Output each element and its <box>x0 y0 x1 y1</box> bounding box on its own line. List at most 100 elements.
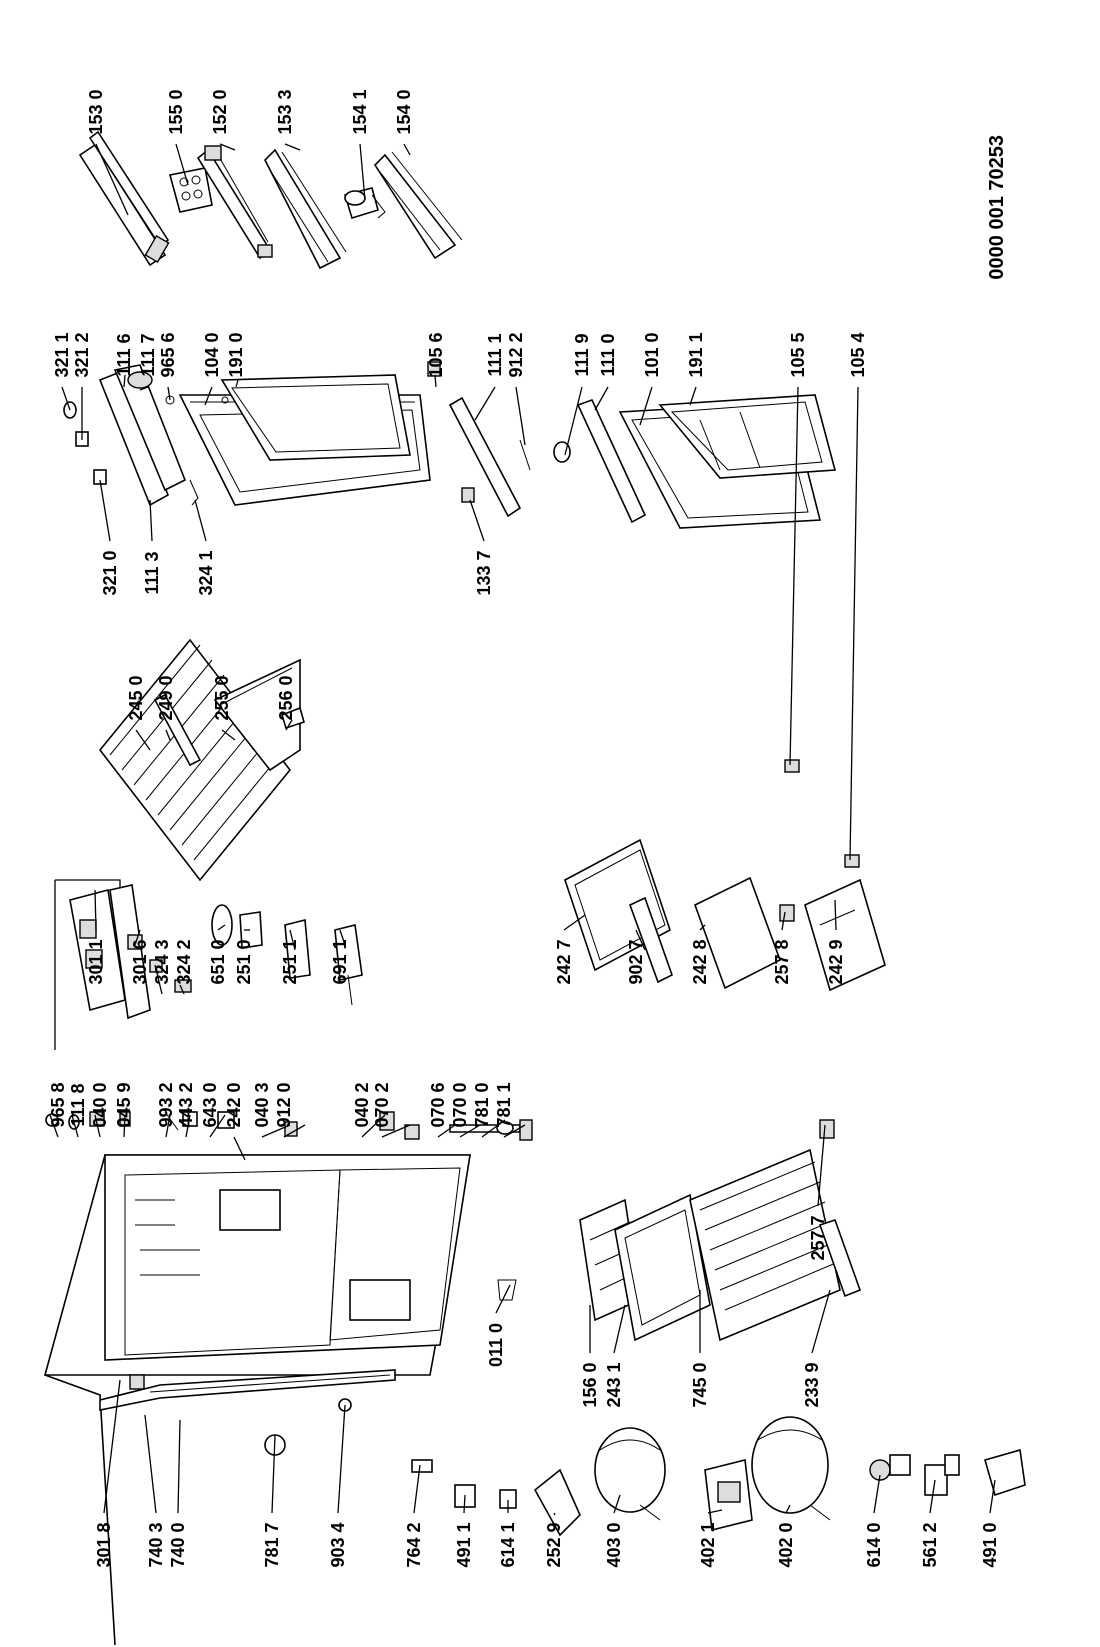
compressor-402-0 <box>751 1416 831 1521</box>
part-label-233-9: 233 9 <box>802 1362 822 1407</box>
part-label-156-0: 156 0 <box>580 1362 600 1407</box>
part-label-152-0: 152 0 <box>210 89 230 134</box>
drawer-242-9 <box>804 878 886 992</box>
leader-line-321-0 <box>99 479 111 542</box>
leader-line-491-0 <box>989 1479 996 1514</box>
leader-line-011-0 <box>495 1284 511 1314</box>
leader-line-154-0 <box>403 143 411 156</box>
document-code: 0000 001 70253 <box>986 135 1008 280</box>
part-label-781-0: 781 0 <box>472 1082 492 1127</box>
part-label-324-1: 324 1 <box>196 550 216 595</box>
part-label-321-0: 321 0 <box>100 550 120 595</box>
leader-line-252-9 <box>553 1512 556 1516</box>
part-label-154-0: 154 0 <box>394 89 414 134</box>
part-label-251-1: 251 1 <box>280 939 300 984</box>
bottle-guard-152-0 <box>196 145 273 260</box>
leader-line-070-2 <box>381 1124 411 1138</box>
leader-line-105-6 <box>434 374 437 388</box>
leader-line-243-1 <box>613 1304 626 1354</box>
part-label-070-2: 070 2 <box>372 1082 392 1127</box>
part-label-781-7: 781 7 <box>262 1522 282 1567</box>
leader-line-233-9 <box>811 1289 831 1354</box>
part-label-256-0: 256 0 <box>276 675 296 720</box>
part-label-321-1: 321 1 <box>52 332 72 377</box>
leader-line-912-2 <box>515 386 526 446</box>
leader-line-256-0 <box>285 719 293 731</box>
part-label-242-7: 242 7 <box>554 939 574 984</box>
part-257-8 <box>779 904 795 922</box>
leader-line-111-6 <box>123 374 126 388</box>
part-label-403-0: 403 0 <box>604 1522 624 1567</box>
part-label-740-3: 740 3 <box>146 1522 166 1567</box>
part-label-491-1: 491 1 <box>454 1522 474 1567</box>
leader-line-111-8 <box>71 1114 79 1138</box>
leader-line-111-3 <box>149 499 153 542</box>
part-label-745-0: 745 0 <box>690 1362 710 1407</box>
door-shelf-154-0 <box>373 151 463 260</box>
door-strip-111-1 <box>448 396 531 518</box>
part-label-111-3: 111 3 <box>142 551 162 594</box>
part-label-111-8: 111 8 <box>68 1083 88 1126</box>
handle-bar-111-3 <box>98 364 187 507</box>
door-shelf-153-0 <box>78 130 170 267</box>
leader-line-965-8 <box>49 1114 59 1138</box>
part-label-070-6: 070 6 <box>428 1082 448 1127</box>
part-label-301-8: 301 8 <box>94 1522 114 1567</box>
leader-line-614-0 <box>873 1474 881 1514</box>
part-label-133-7: 133 7 <box>474 550 494 595</box>
part-label-045-9: 045 9 <box>114 1082 134 1127</box>
hinge-parts <box>45 1111 835 1301</box>
part-label-105-4: 105 4 <box>848 332 868 377</box>
leader-line-781-7 <box>271 1434 276 1514</box>
leader-line-402-0 <box>785 1504 791 1514</box>
drawer-trim-902-7 <box>628 896 673 984</box>
part-label-301-1: 301 1 <box>86 939 106 984</box>
part-label-643-0: 643 0 <box>200 1082 220 1127</box>
part-label-691-1: 691 1 <box>330 939 350 984</box>
part-label-740-0: 740 0 <box>168 1522 188 1567</box>
part-label-111-0: 111 0 <box>598 333 618 376</box>
leader-line-191-1 <box>689 386 697 406</box>
leader-line-242-9 <box>834 899 837 931</box>
leader-line-643-0 <box>209 1114 226 1138</box>
part-label-561-2: 561 2 <box>920 1522 940 1567</box>
leader-line-155-0 <box>175 143 189 186</box>
part-label-965-8: 965 8 <box>48 1082 68 1127</box>
part-label-104-0: 104 0 <box>202 332 222 377</box>
part-label-011-0: 011 0 <box>486 1323 506 1367</box>
leader-line-070-6 <box>437 1124 456 1138</box>
part-label-252-9: 252 9 <box>544 1522 564 1567</box>
leader-line-040-0 <box>94 1114 101 1138</box>
leader-line-242-0 <box>233 1136 246 1161</box>
leader-line-105-5 <box>789 386 799 766</box>
part-label-191-1: 191 1 <box>686 332 706 377</box>
leader-line-902-7 <box>635 929 646 951</box>
glass-shelf-255-0 <box>213 658 301 772</box>
lower-handle-111-0 <box>553 399 860 868</box>
egg-tray-155-0 <box>169 167 213 213</box>
leader-line-781-1 <box>503 1124 526 1138</box>
part-label-243-1: 243 1 <box>604 1362 624 1407</box>
part-label-251-0: 251 0 <box>234 939 254 984</box>
leader-line-070-0 <box>459 1124 481 1138</box>
control-panel-301-1 <box>54 879 192 1050</box>
shelf-trim-249-0 <box>153 693 202 767</box>
leader-line-443-2 <box>185 1114 191 1138</box>
leader-line-111-0 <box>594 386 609 411</box>
leader-line-764-2 <box>413 1464 421 1514</box>
leader-line-111-9 <box>564 386 583 456</box>
part-label-249-0: 249 0 <box>156 675 176 720</box>
part-label-040-3: 040 3 <box>252 1082 272 1127</box>
part-label-242-8: 242 8 <box>690 939 710 984</box>
leader-line-781-0 <box>481 1119 506 1138</box>
leader-line-153-0 <box>95 143 129 216</box>
leader-line-324-3 <box>154 964 163 995</box>
part-label-651-0: 651 0 <box>208 939 228 984</box>
leader-line-153-3 <box>284 143 301 151</box>
part-label-111-6: 111 6 <box>114 333 134 376</box>
leader-line-251-1 <box>289 929 296 951</box>
leader-line-301-8 <box>103 1379 121 1514</box>
leader-line-104-0 <box>204 386 213 406</box>
part-label-903-4: 903 4 <box>328 1522 348 1567</box>
